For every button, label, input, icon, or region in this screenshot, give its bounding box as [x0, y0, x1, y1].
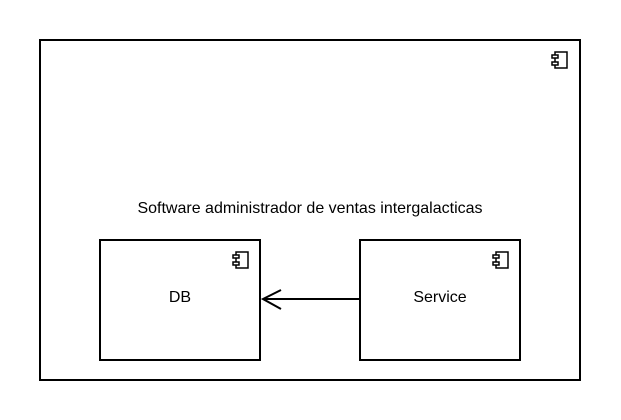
service-component-box[interactable]: Service [359, 239, 521, 361]
component-icon [232, 251, 249, 269]
component-icon [492, 251, 509, 269]
db-component-label: DB [168, 289, 192, 306]
service-component-label: Service [413, 289, 467, 306]
component-icon [551, 51, 568, 69]
outer-component-label: Software administrador de ventas interga… [137, 200, 483, 217]
db-component-box[interactable]: DB [99, 239, 261, 361]
